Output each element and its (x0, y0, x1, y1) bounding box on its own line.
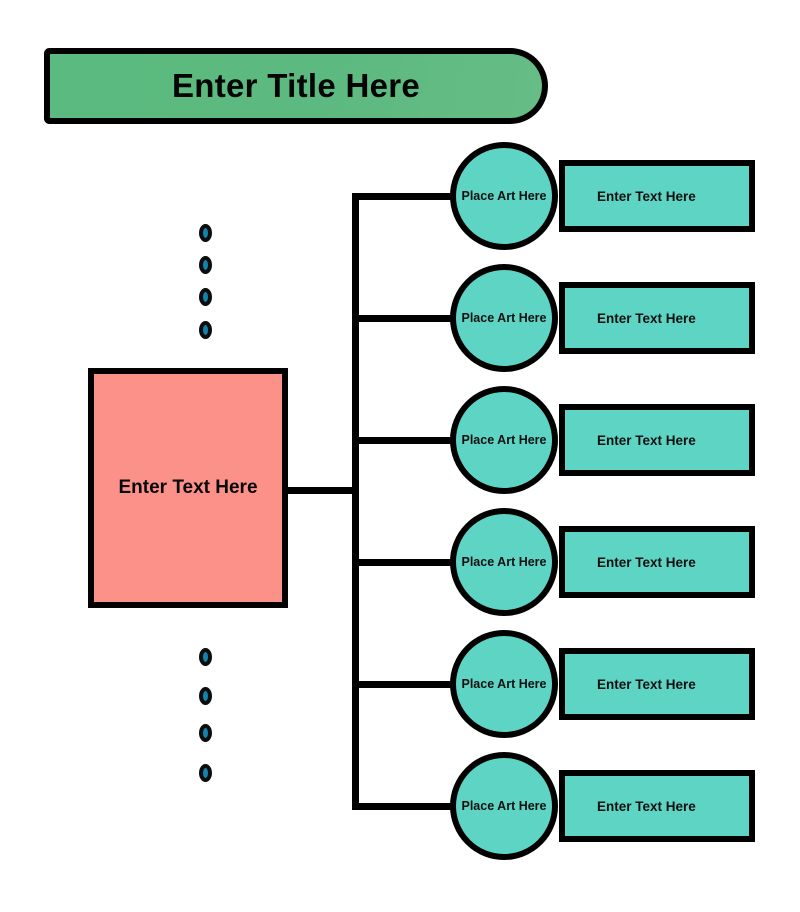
connector-trunk (352, 193, 359, 809)
row-1-art-circle[interactable]: Place Art Here (450, 142, 558, 250)
ellipsis-dot-lower-0 (199, 648, 212, 666)
connector-root-stub (288, 487, 359, 494)
row-6-art-circle[interactable]: Place Art Here (450, 752, 558, 860)
row-2-art-circle[interactable]: Place Art Here (450, 264, 558, 372)
connector-branch-4 (352, 559, 460, 566)
connector-branch-3 (352, 437, 460, 444)
row-5-text-bar[interactable]: Enter Text Here (559, 648, 755, 720)
ellipsis-dot-lower-2 (199, 724, 212, 742)
row-6-text-bar[interactable]: Enter Text Here (559, 770, 755, 842)
row-2-art-circle-label: Place Art Here (461, 311, 547, 325)
row-2-text-bar[interactable]: Enter Text Here (559, 282, 755, 354)
row-1-text-bar-label: Enter Text Here (597, 188, 696, 204)
row-4-art-circle[interactable]: Place Art Here (450, 508, 558, 616)
row-3-text-bar[interactable]: Enter Text Here (559, 404, 755, 476)
connector-branch-1 (352, 193, 460, 200)
row-4-text-bar-label: Enter Text Here (597, 554, 696, 570)
root-node-box[interactable]: Enter Text Here (88, 368, 288, 608)
ellipsis-dot-upper-2 (199, 288, 212, 306)
row-5-art-circle[interactable]: Place Art Here (450, 630, 558, 738)
ellipsis-dot-lower-3 (199, 764, 212, 782)
row-1-text-bar[interactable]: Enter Text Here (559, 160, 755, 232)
connector-branch-5 (352, 681, 460, 688)
row-3-art-circle[interactable]: Place Art Here (450, 386, 558, 494)
ellipsis-dot-upper-0 (199, 224, 212, 242)
root-node-label: Enter Text Here (118, 477, 258, 498)
connector-branch-6 (352, 803, 460, 810)
title-banner-label: Enter Title Here (171, 67, 421, 104)
row-4-text-bar[interactable]: Enter Text Here (559, 526, 755, 598)
title-banner[interactable]: Enter Title Here (44, 48, 548, 124)
connector-branch-2 (352, 315, 460, 322)
row-3-art-circle-label: Place Art Here (461, 433, 547, 447)
ellipsis-dot-upper-1 (199, 256, 212, 274)
ellipsis-dot-upper-3 (199, 321, 212, 339)
row-3-text-bar-label: Enter Text Here (597, 432, 696, 448)
row-2-text-bar-label: Enter Text Here (597, 310, 696, 326)
row-6-art-circle-label: Place Art Here (461, 799, 547, 813)
row-5-text-bar-label: Enter Text Here (597, 676, 696, 692)
row-6-text-bar-label: Enter Text Here (597, 798, 696, 814)
row-4-art-circle-label: Place Art Here (461, 555, 547, 569)
row-5-art-circle-label: Place Art Here (461, 677, 547, 691)
ellipsis-dot-lower-1 (199, 687, 212, 705)
row-1-art-circle-label: Place Art Here (461, 189, 547, 203)
